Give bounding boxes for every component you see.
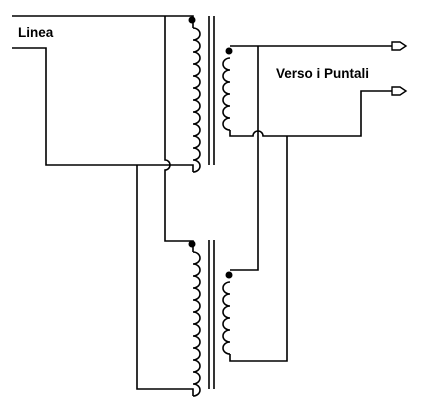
bottom-transformer bbox=[188, 240, 233, 397]
primary-series-link bbox=[164, 16, 194, 252]
probes-label: Verso i Puntali bbox=[276, 66, 369, 81]
bottom-secondary-polarity-dot bbox=[225, 271, 233, 279]
top-primary-winding bbox=[192, 27, 201, 173]
primary-return-loop bbox=[136, 165, 194, 396]
line-wire-top bbox=[12, 15, 194, 28]
top-primary-polarity-dot bbox=[188, 16, 196, 24]
bottom-primary-winding bbox=[192, 251, 201, 397]
probe-wire-lower bbox=[229, 90, 392, 137]
line-wire-bottom bbox=[12, 47, 194, 172]
probe-terminal-upper bbox=[391, 41, 408, 51]
top-transformer bbox=[188, 16, 233, 173]
secondary-return bbox=[229, 136, 288, 362]
line-label: Linea bbox=[18, 25, 54, 40]
bottom-secondary-winding bbox=[222, 281, 231, 355]
top-secondary-winding bbox=[222, 57, 231, 131]
top-secondary-polarity-dot bbox=[225, 47, 233, 55]
secondary-series-link bbox=[230, 46, 259, 271]
probe-terminal-lower bbox=[391, 86, 408, 96]
